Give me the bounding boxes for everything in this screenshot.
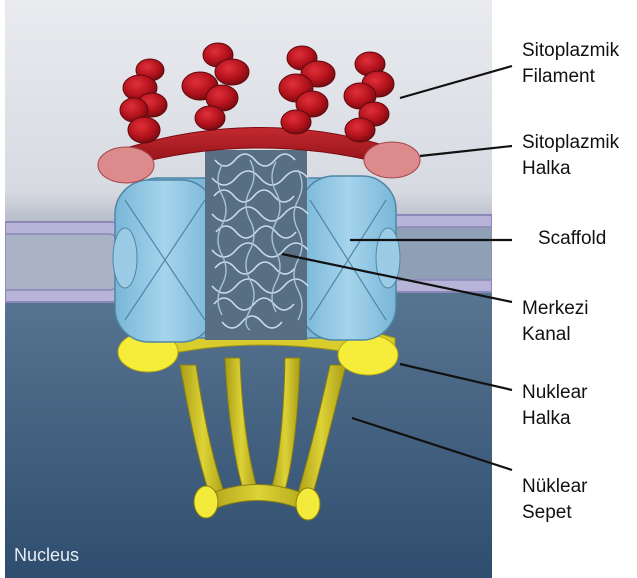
label-line: Nüklear — [522, 474, 587, 500]
label-nuclear-ring: Nuklear Halka — [522, 380, 587, 432]
label-line: Scaffold — [538, 226, 606, 252]
label-line: Merkezi — [522, 296, 589, 322]
label-line: Kanal — [522, 322, 589, 348]
label-scaffold: Scaffold — [538, 226, 606, 252]
label-line: Nuklear — [522, 380, 587, 406]
label-cytoplasmic-ring: Sitoplazmik Halka — [522, 130, 619, 182]
nucleus-region-label: Nucleus — [14, 545, 79, 566]
label-central-channel: Merkezi Kanal — [522, 296, 589, 348]
central-channel — [205, 150, 308, 340]
label-cytoplasmic-filament: Sitoplazmik Filament — [522, 38, 619, 90]
label-line: Sitoplazmik — [522, 38, 619, 64]
label-nuclear-basket: Nüklear Sepet — [522, 474, 587, 526]
label-line: Filament — [522, 64, 619, 90]
label-line: Halka — [522, 406, 587, 432]
label-line: Sitoplazmik — [522, 130, 619, 156]
label-line: Sepet — [522, 500, 587, 526]
label-line: Halka — [522, 156, 619, 182]
